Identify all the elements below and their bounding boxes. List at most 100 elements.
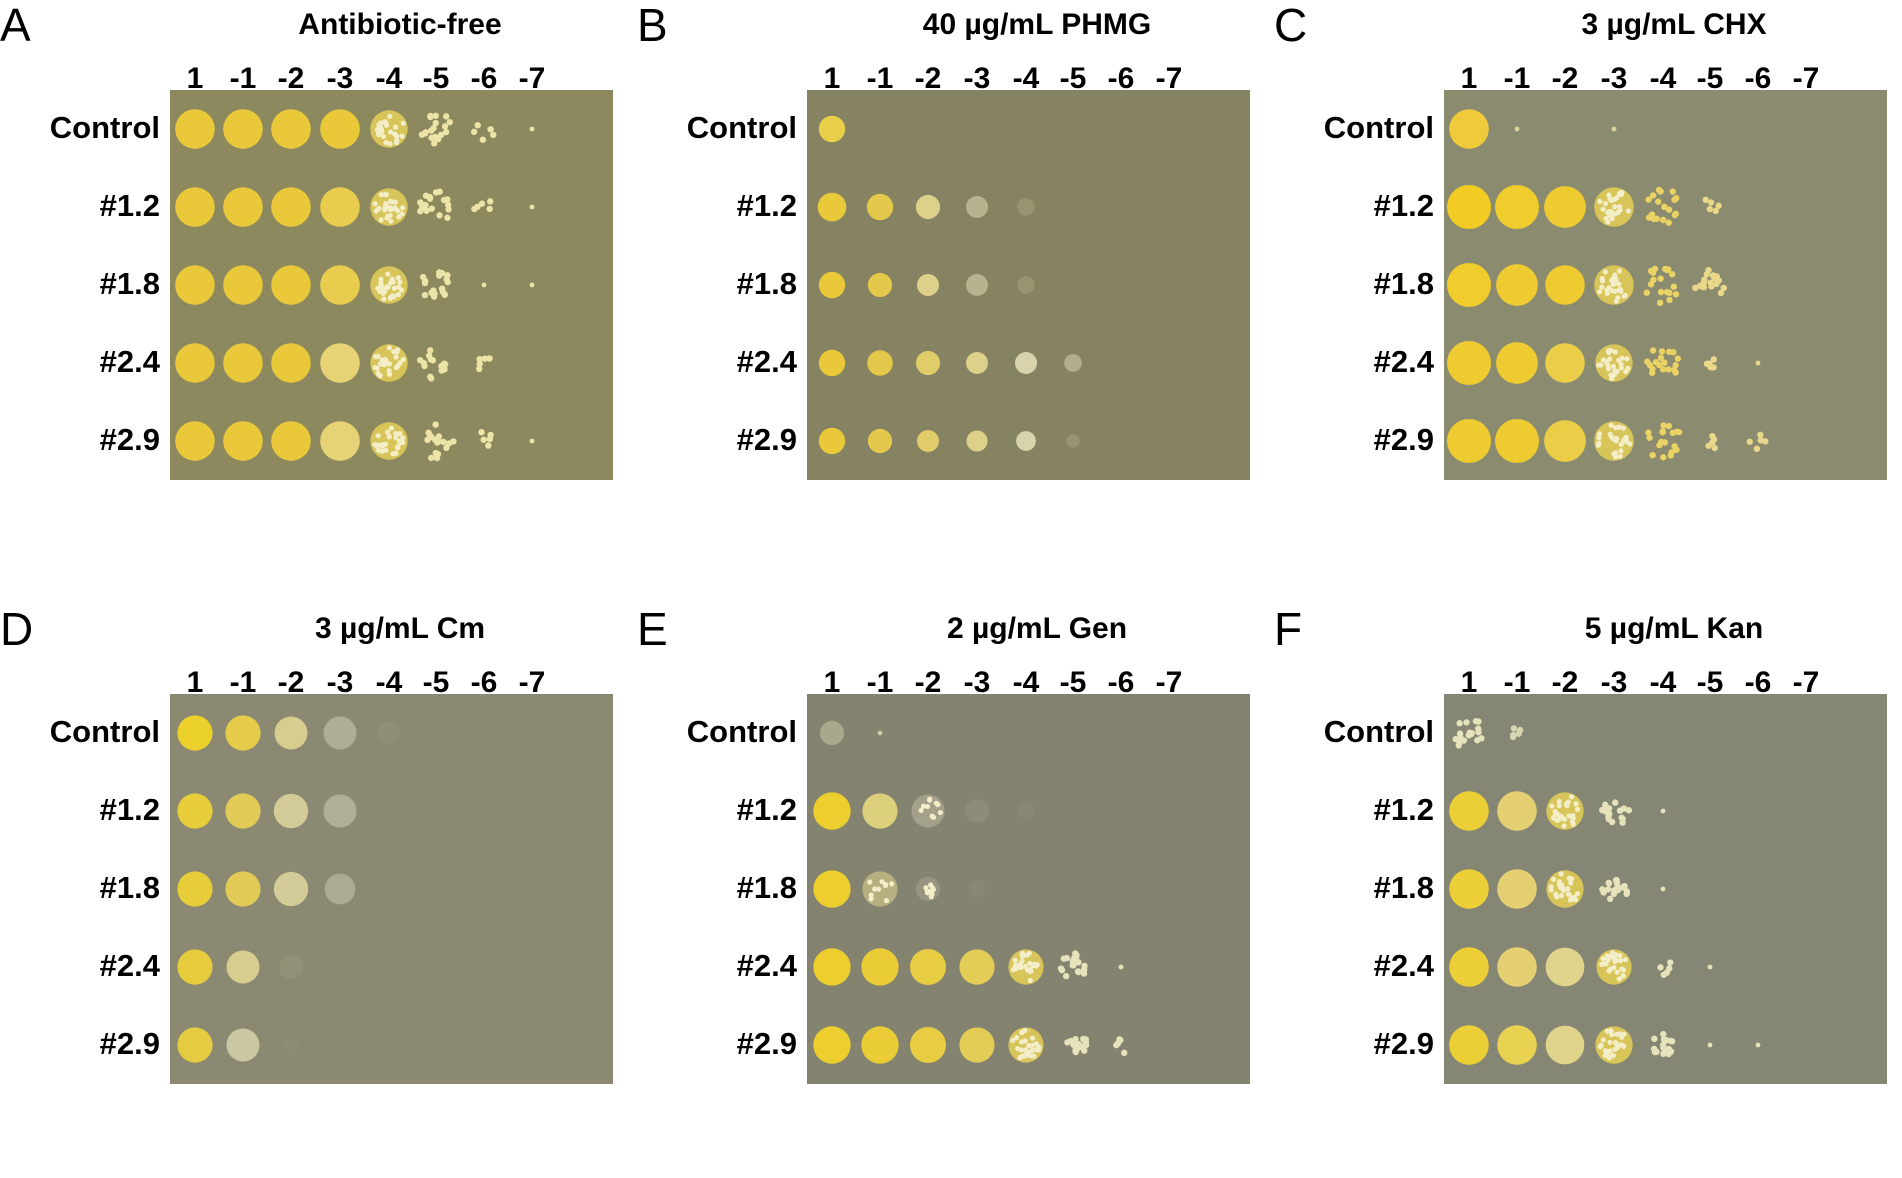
plate-image xyxy=(170,772,613,850)
colony xyxy=(1076,1043,1083,1050)
dilution-label: -5 xyxy=(1059,62,1087,95)
colony-spot xyxy=(320,421,360,461)
colony xyxy=(1660,808,1666,814)
colony-spot xyxy=(917,430,939,452)
colony-spot xyxy=(1545,1025,1585,1065)
colony xyxy=(393,354,399,360)
colony xyxy=(1611,451,1617,457)
panel-title: 5 µg/mL Kan xyxy=(1584,612,1764,645)
strain-label: #1.8 xyxy=(1373,870,1434,905)
colony xyxy=(426,195,434,202)
panel-letter: A xyxy=(0,0,31,51)
colony xyxy=(372,201,378,207)
strain-label: #1.8 xyxy=(736,870,797,905)
colony xyxy=(444,278,451,286)
colony-spot xyxy=(223,265,263,305)
colony xyxy=(1033,1041,1040,1047)
colony xyxy=(387,198,394,204)
colony xyxy=(1670,349,1677,356)
plate-image xyxy=(1444,694,1887,772)
colony-spot xyxy=(966,274,988,296)
colony xyxy=(1622,957,1629,963)
colony xyxy=(1599,284,1605,290)
colony xyxy=(1649,269,1657,276)
colony xyxy=(1755,1042,1761,1048)
plate-strip xyxy=(1444,324,1887,402)
colony xyxy=(1651,1035,1658,1042)
colony xyxy=(1753,445,1761,453)
colony-spot xyxy=(818,349,846,377)
colony xyxy=(1657,275,1664,282)
colony xyxy=(1712,207,1719,215)
plate-image xyxy=(1444,324,1887,402)
colony xyxy=(1609,1032,1615,1038)
dilution-header: 1-1-2-3-4-5-6-7 xyxy=(807,666,1267,702)
plate-strip xyxy=(170,246,613,324)
colony xyxy=(1510,725,1518,732)
dilution-label: -1 xyxy=(229,62,257,95)
strain-label: #2.9 xyxy=(99,422,160,457)
colony-spot xyxy=(909,1026,947,1064)
colony xyxy=(1515,730,1522,737)
colony xyxy=(470,128,478,135)
colony xyxy=(393,430,399,437)
colony xyxy=(379,448,385,454)
colony xyxy=(1665,366,1672,373)
colony xyxy=(1475,718,1482,725)
colony xyxy=(1596,362,1602,368)
colony-spot xyxy=(909,948,947,986)
colony-spot xyxy=(1017,802,1035,820)
colony xyxy=(1571,895,1577,902)
colony xyxy=(427,347,434,354)
colony xyxy=(1612,272,1618,278)
plate-image xyxy=(1444,90,1887,168)
colony-spot xyxy=(225,793,261,829)
colony xyxy=(1072,1047,1079,1054)
colony xyxy=(930,814,937,820)
colony xyxy=(1657,188,1664,195)
colony xyxy=(1556,803,1562,809)
strain-label: #1.8 xyxy=(99,870,160,905)
colony-spot xyxy=(1497,947,1537,987)
colony xyxy=(440,438,447,446)
colony xyxy=(400,120,406,126)
dilution-label: -1 xyxy=(1503,666,1531,699)
colony xyxy=(1717,289,1725,297)
plate-strip xyxy=(1444,772,1887,850)
strain-label: #2.9 xyxy=(1373,422,1434,457)
colony-spot xyxy=(1497,869,1537,909)
colony xyxy=(1019,1053,1026,1059)
colony xyxy=(394,349,400,355)
colony xyxy=(1654,198,1662,205)
colony xyxy=(1550,876,1557,882)
panel-letter: D xyxy=(0,603,34,655)
colony xyxy=(1616,976,1622,982)
colony xyxy=(937,809,943,816)
panel-title: 2 µg/mL Gen xyxy=(946,612,1128,645)
plate-strip xyxy=(1444,928,1887,1006)
colony xyxy=(1659,1041,1667,1049)
strain-label: Control xyxy=(49,714,160,749)
strain-label: #2.4 xyxy=(99,948,160,983)
colony xyxy=(1649,451,1656,459)
colony xyxy=(382,207,388,213)
colony xyxy=(1027,960,1033,967)
colony xyxy=(399,211,405,217)
dilution-label: -1 xyxy=(866,62,894,95)
colony-spot xyxy=(861,1026,899,1064)
dilution-label: -7 xyxy=(518,62,546,95)
colony xyxy=(1674,355,1682,362)
plate-strip xyxy=(807,850,1250,928)
colony xyxy=(1614,1031,1620,1037)
colony xyxy=(1558,871,1564,877)
dilution-label: 1 xyxy=(1460,62,1478,95)
dilution-label: -6 xyxy=(470,666,498,699)
colony xyxy=(1029,1047,1036,1054)
colony xyxy=(1651,1048,1659,1056)
colony-spot xyxy=(867,272,893,298)
colony xyxy=(1646,434,1653,441)
colony xyxy=(1027,977,1033,984)
plate-image xyxy=(807,324,1250,402)
colony xyxy=(393,364,399,371)
colony xyxy=(443,113,450,120)
